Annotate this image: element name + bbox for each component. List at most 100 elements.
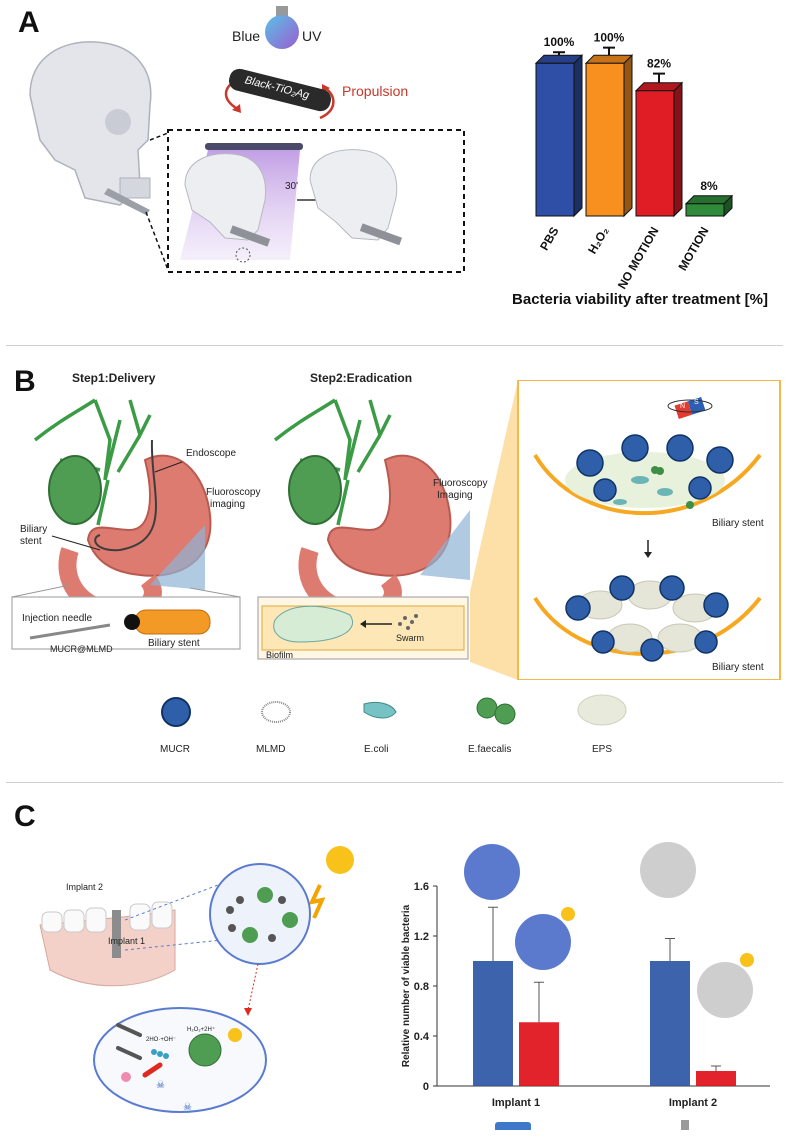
- motor-rod: [229, 68, 331, 112]
- bar-top-1: [584, 54, 634, 64]
- panel-a-letter: A: [18, 6, 40, 39]
- implant2-screw-icon: [681, 1120, 689, 1130]
- category-label-2: NO MOTION: [615, 225, 662, 292]
- implant2-particle-icon: [640, 842, 696, 898]
- implant2-label: Implant 2: [66, 882, 104, 892]
- bar-0: [535, 62, 575, 217]
- zoom-bacteria: [242, 887, 298, 943]
- legend-mucr-label: MUCR: [160, 744, 190, 755]
- light-bulb-icon: [265, 6, 299, 49]
- implant1-particle-light-icon: [515, 914, 571, 970]
- eradication-detail-box: [517, 380, 781, 680]
- magnet-icon: [674, 397, 706, 419]
- legend-mlmd-icon: [261, 701, 291, 723]
- biofilm-label: Biofilm: [266, 650, 294, 660]
- skull-small-after: [309, 149, 398, 241]
- rotate-arrow-right: [319, 86, 335, 120]
- y-tick-label-1: 0.4: [414, 1031, 430, 1043]
- category-label-0: Implant 1: [492, 1097, 540, 1109]
- legend-ecoli-label: E.coli: [364, 744, 389, 755]
- separator-bc: [6, 782, 783, 783]
- mucr-mlmd-label: MUCR@MLMD: [50, 644, 113, 654]
- bacterium-center: [188, 1033, 222, 1067]
- zoom-circle: [209, 863, 311, 965]
- bar-side-1: [623, 54, 633, 218]
- data-label-3: 8%: [700, 179, 718, 193]
- panel-a-illustration: [29, 6, 465, 273]
- y-tick-label-4: 1.6: [414, 881, 429, 893]
- mechanism-oval: [93, 1007, 267, 1113]
- zoom-particles: [226, 896, 286, 942]
- bar-top-3: [684, 195, 734, 205]
- bar-0-1: [519, 1022, 559, 1086]
- panel-b-letter: B: [14, 365, 36, 398]
- data-label-2: 82%: [647, 57, 671, 71]
- panel-b-legend-icons: [161, 694, 627, 727]
- implant1-screw-icon: [495, 1122, 531, 1130]
- implant2-screw: [112, 910, 121, 938]
- y-tick-label-2: 0.8: [414, 981, 429, 993]
- injection-needle-label: Injection needle: [22, 613, 93, 624]
- swarm-dots: [398, 614, 418, 630]
- y-tick-label-0: 0: [423, 1081, 429, 1093]
- bar-top-0: [534, 54, 584, 64]
- lightning-icon: [308, 884, 326, 919]
- bar-0-0: [473, 961, 513, 1086]
- uv-label: UV: [302, 28, 322, 44]
- zoom-box: [167, 129, 465, 273]
- bar-side-0: [573, 54, 583, 218]
- fluoroscopy1-line2: imaging: [210, 499, 246, 510]
- category-label-3: MOTION: [675, 225, 711, 274]
- implant1-screw: [112, 938, 121, 958]
- time-label: 30': [285, 181, 299, 192]
- bar-top-2: [634, 82, 684, 92]
- mucr-particles-top: [576, 434, 734, 502]
- legend-mucr-icon: [161, 697, 191, 727]
- efaecalis-top: [651, 466, 694, 509]
- stomach-biliary-step1: [33, 398, 212, 622]
- bar-1-1: [696, 1071, 736, 1086]
- category-label-1: H₂O₂: [585, 225, 611, 257]
- legend-ecoli-icon: [363, 701, 397, 719]
- stent-top-label: Biliary stent: [712, 518, 764, 529]
- skull-icon-1: ☠: [156, 1080, 165, 1091]
- y-axis-label: Relative number of viable bacteria: [401, 904, 412, 1067]
- magnet-n-label: N: [680, 403, 686, 410]
- bacteria-top: [613, 476, 673, 505]
- bar-2: [635, 90, 675, 217]
- sun-icon: [326, 846, 354, 874]
- stent-cylinder: [134, 609, 211, 635]
- implant1-particle-icon: [464, 844, 520, 900]
- magnet-s-label: S: [694, 399, 699, 406]
- category-label-1: Implant 2: [669, 1097, 717, 1109]
- legend-eps-icon: [577, 694, 627, 726]
- step1-title: Step1:Delivery: [72, 371, 156, 385]
- y-tick-label-3: 1.2: [414, 931, 429, 943]
- fluoroscopy2-line2: Imaging: [437, 490, 473, 501]
- legend-efaecalis-icon: [476, 697, 498, 719]
- separator-ab: [6, 345, 783, 346]
- data-label-1: 100%: [594, 31, 625, 45]
- radical-label: 2HO·+OH⁻: [146, 1037, 177, 1043]
- bar-1-0: [650, 961, 690, 1086]
- implant2-particle-light-icon: [697, 962, 753, 1018]
- biliary-stent-label-line1: Biliary: [20, 524, 48, 535]
- zoom-wedge: [470, 380, 518, 680]
- skull-illustration: [29, 41, 152, 215]
- bar-3: [685, 203, 725, 217]
- panel-c-illustration: ☠ ☠: [39, 846, 354, 1113]
- implant1-label: Implant 1: [108, 936, 146, 946]
- reaction-label: H₂O₂+2H⁺: [187, 1027, 215, 1033]
- blue-label: Blue: [232, 28, 261, 44]
- panel-c-letter: C: [14, 800, 36, 833]
- stent-curve-top: [533, 453, 762, 516]
- mucr-particles-bottom: [565, 575, 729, 662]
- fluoroscopy1-line1: Fluoroscopy: [206, 487, 261, 498]
- data-label-0: 100%: [544, 35, 575, 49]
- endoscope-label: Endoscope: [186, 448, 237, 459]
- bar-side-2: [673, 81, 683, 218]
- fluoroscopy2-line1: Fluoroscopy: [433, 478, 488, 489]
